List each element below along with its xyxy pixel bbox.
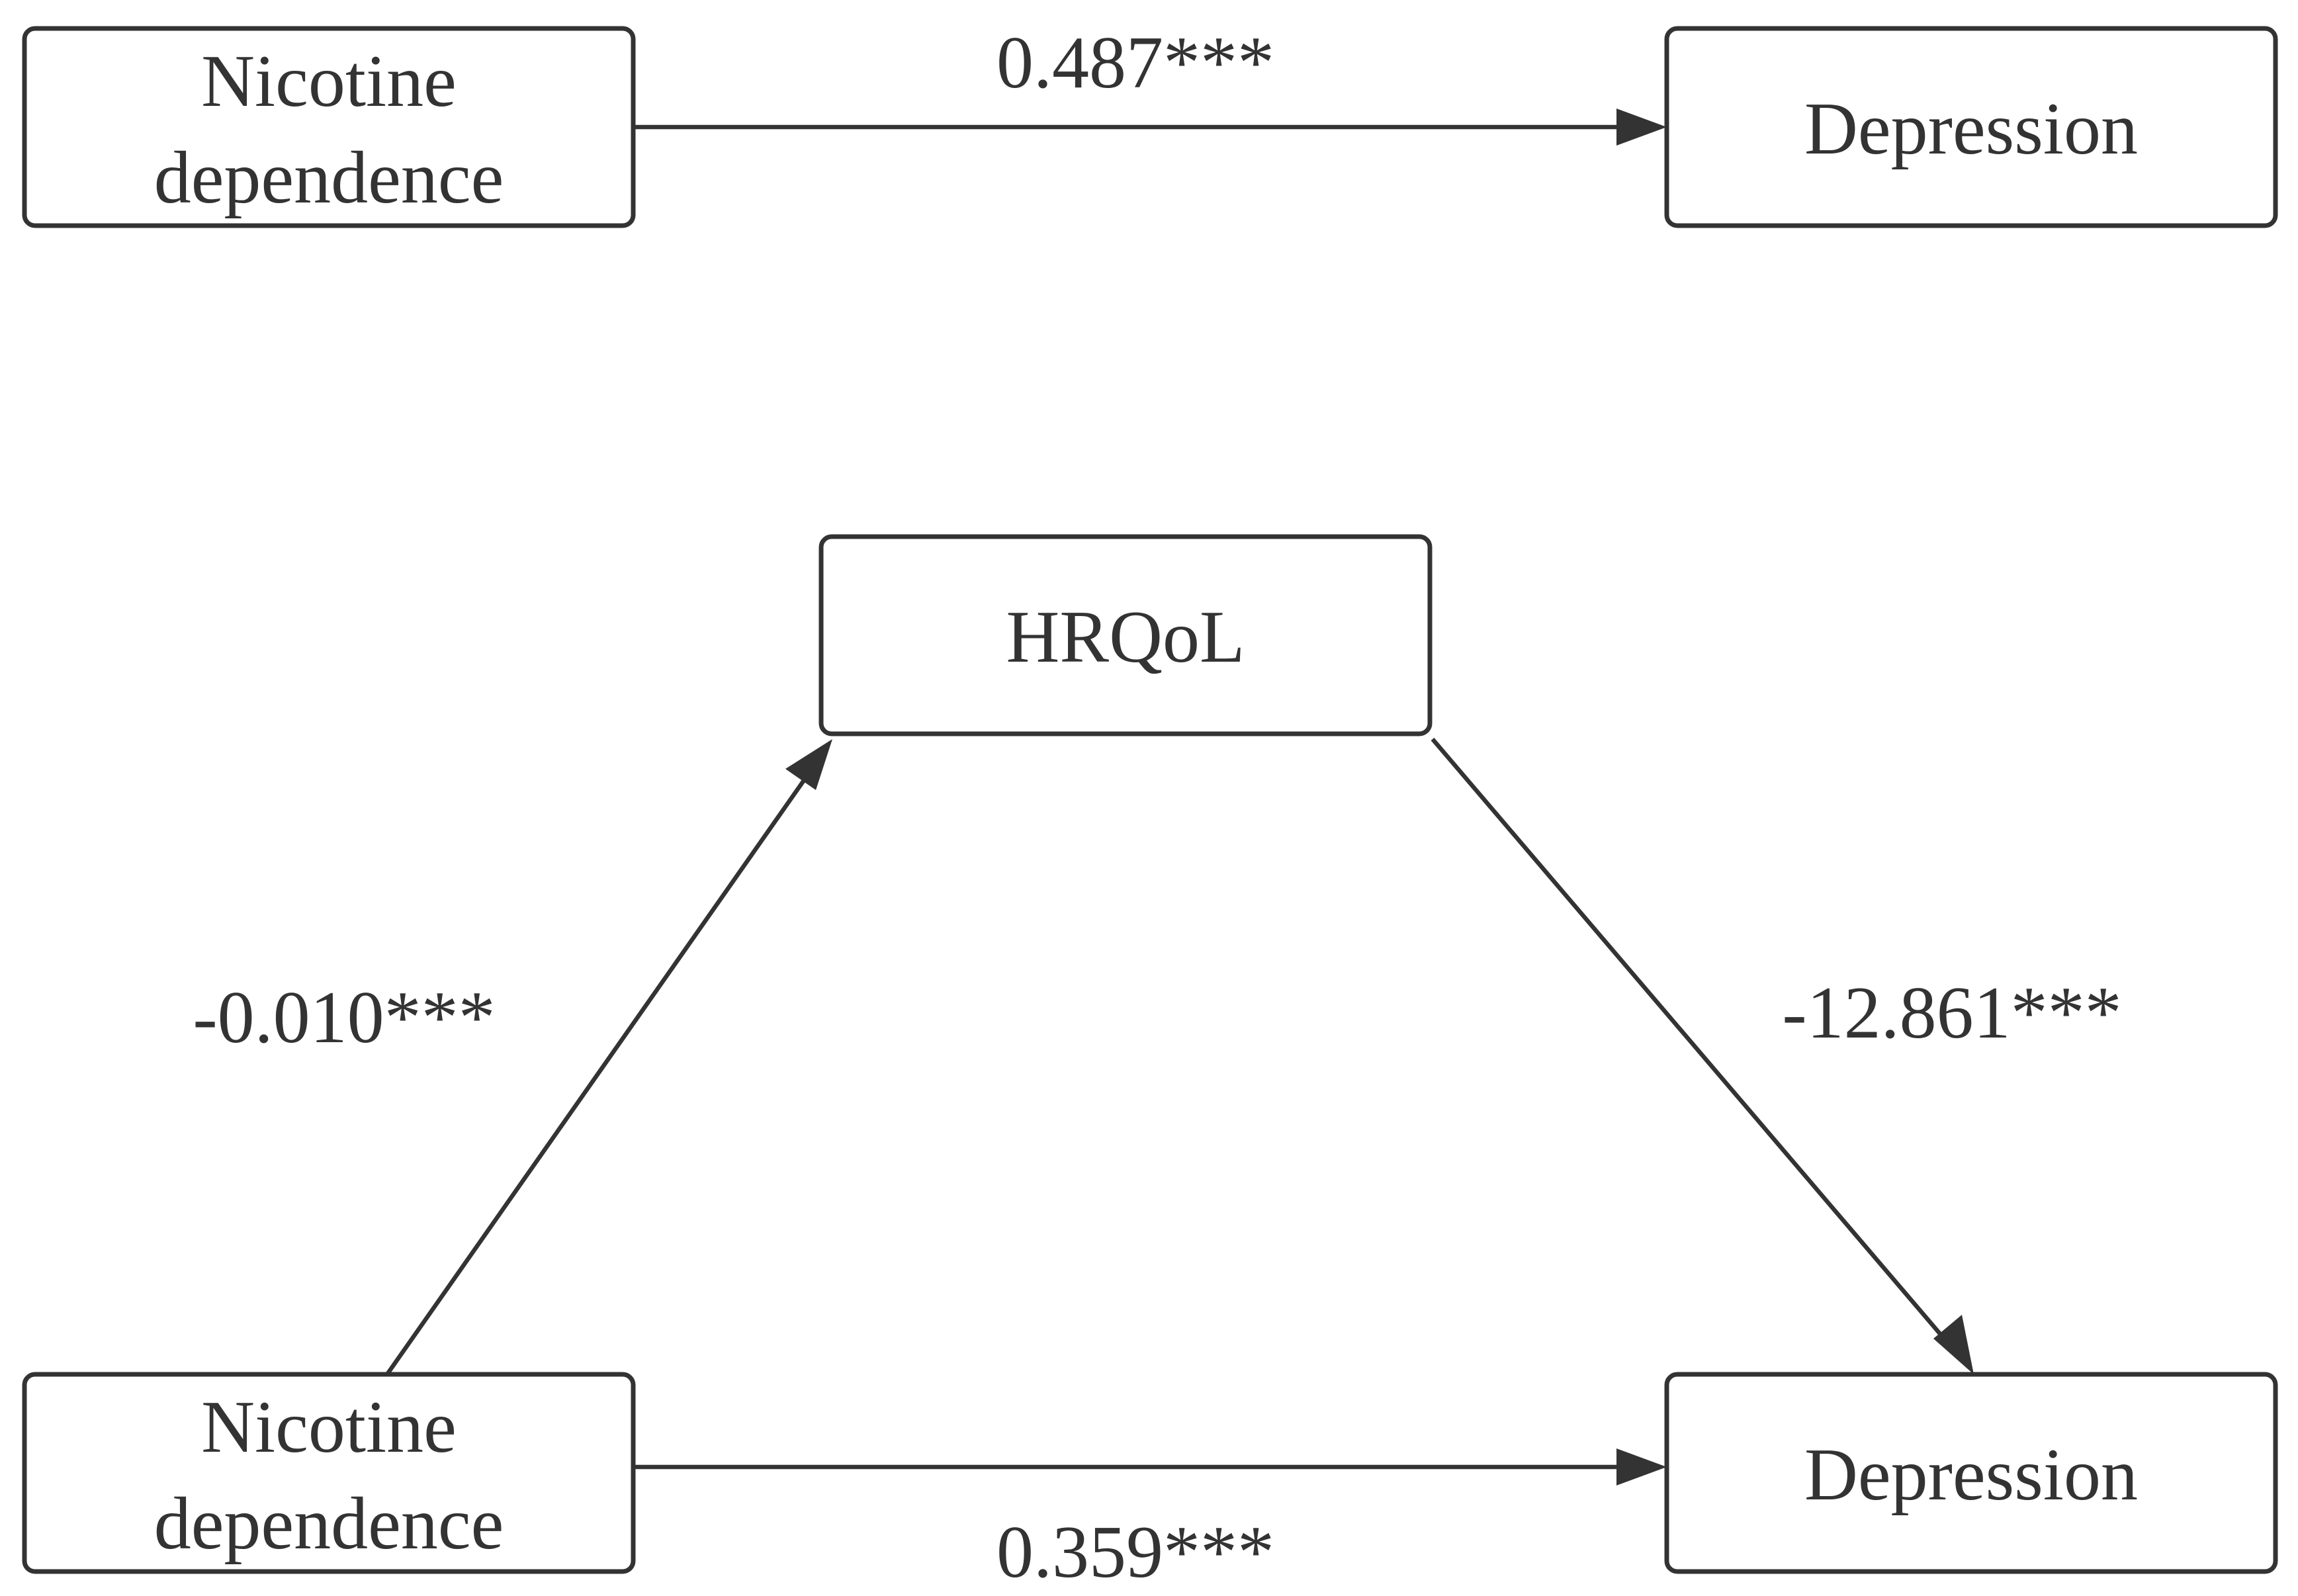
top-source-label-line2: dependence: [154, 137, 504, 219]
hrqol-node: HRQoL: [818, 534, 1433, 736]
path-c-prime-coefficient: 0.359***: [996, 1511, 1274, 1593]
path-a-arrow: [385, 739, 832, 1376]
top-nicotine-dependence-node: Nicotine dependence: [22, 26, 636, 228]
path-c-prime-arrow: [633, 1448, 1667, 1485]
path-b-coefficient: -12.861***: [1782, 972, 2121, 1054]
total-effect-model: Nicotine dependence Depression 0.487***: [22, 22, 2278, 228]
bottom-target-label: Depression: [1804, 1434, 2138, 1516]
bottom-nicotine-dependence-node: Nicotine dependence: [22, 1372, 636, 1574]
path-b-arrow: [1431, 737, 1974, 1374]
path-a-coefficient: -0.010***: [193, 977, 495, 1059]
top-total-effect-arrow: [633, 109, 1667, 146]
top-target-label: Depression: [1804, 88, 2138, 170]
bottom-source-label-line2: dependence: [154, 1483, 504, 1565]
mediator-label: HRQoL: [1006, 596, 1245, 678]
total-effect-coefficient: 0.487***: [996, 22, 1274, 104]
bottom-source-label-line1: Nicotine: [201, 1386, 457, 1468]
top-source-label-line1: Nicotine: [201, 40, 457, 122]
bottom-depression-node: Depression: [1664, 1372, 2278, 1574]
top-depression-node: Depression: [1664, 26, 2278, 228]
mediation-model: HRQoL Nicotine dependence Depression -0.…: [22, 534, 2278, 1593]
